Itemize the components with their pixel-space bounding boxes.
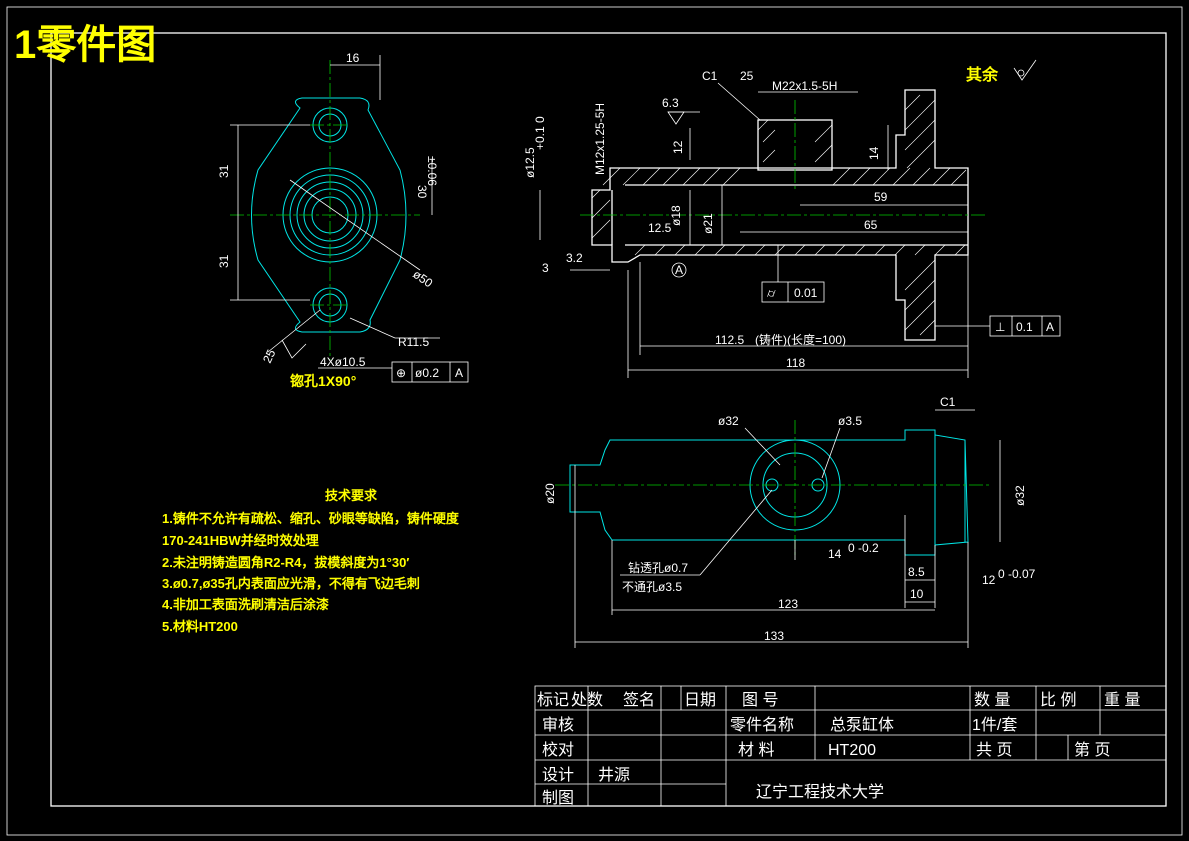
tb-lingjian-value: 总泵缸体 (830, 715, 894, 734)
dim-dia35: ø3.5 (838, 414, 862, 428)
tb-jian: 1件/套 (972, 716, 1017, 734)
small-rough-3: 3.2 (566, 251, 583, 265)
dim-angle-25: 25 (260, 347, 278, 365)
tb-chushu: 处数 (571, 691, 603, 709)
drawing-title: 1零件图 (14, 23, 156, 67)
hole-note: 4Xø10.5 (320, 355, 366, 369)
tb-gong: 共 页 (976, 741, 1012, 759)
dim-14b: 14 (828, 547, 842, 561)
dim-118: 118 (786, 356, 805, 370)
dim-12b: 12 (982, 573, 996, 587)
tech-item-4: 4.非加工表面洗刷清洁后涂漆 (162, 597, 329, 612)
tb-sheji: 设计 (542, 766, 574, 784)
tech-requirements: 技术要求 1.铸件不允许有疏松、缩孔、砂眼等缺陷，铸件硬度 170-241HBW… (162, 488, 460, 634)
fcf-datum: A (455, 366, 463, 380)
tb-zhitu: 制图 (542, 789, 574, 807)
tb-shuliang: 数 量 (974, 691, 1010, 709)
tb-riqi: 日期 (684, 691, 716, 709)
roughness-note: 其余 (966, 65, 999, 84)
top-view: 8.5 10 ø32 ø3.5 C1 ø20 ø32 14 0 -0.2 钻透孔… (543, 395, 1036, 648)
tb-zhongliang: 重 量 (1104, 691, 1140, 709)
tb-bili: 比 例 (1040, 691, 1076, 709)
outer-frame (6, 6, 1183, 836)
fcf-value: ø0.2 (415, 366, 439, 380)
drill-note-1: 钻透孔ø0.7 (628, 560, 688, 575)
tb-qianming: 签名 (623, 691, 655, 709)
tb-di: 第 页 (1074, 741, 1110, 759)
tech-item-0: 1.铸件不允许有疏松、缩孔、砂眼等缺陷，铸件硬度 (162, 511, 460, 526)
title-block: 标记 处数 签名 日期 图 号 数 量 比 例 重 量 审核 零件名称 总泵缸体… (534, 685, 1167, 807)
dim-31-lower: 31 (217, 254, 231, 268)
dim-dia21: ø21 (701, 213, 715, 234)
dim-3: 3 (542, 261, 549, 275)
tb-cailiao: 材 料 (738, 741, 774, 759)
fcf-cyl-icon: ⌭ (767, 286, 776, 300)
dim-85: 8.5 (908, 565, 925, 579)
dim-dia18: ø18 (669, 205, 683, 226)
tech-item-1: 170-241HBW并经时效处理 (162, 533, 319, 548)
dim-1125-note: (铸件)(长度=100) (755, 332, 846, 347)
tech-item-5: 5.材料HT200 (162, 619, 238, 634)
tb-cailiao-value: HT200 (828, 742, 876, 759)
chamfer-c1: C1 (702, 69, 718, 83)
dim-59: 59 (874, 190, 888, 204)
tb-tuhao: 图 号 (742, 691, 778, 709)
tb-biaoji: 标记 (537, 691, 569, 709)
dim-16: 16 (346, 51, 360, 65)
fcf-position-icon: ⊕ (396, 366, 406, 380)
dim-dia125: ø12.5 (523, 147, 537, 178)
dim-30: 30 (415, 185, 429, 199)
dim-dia50: ø50 (410, 267, 435, 291)
tech-item-2: 2.未注明铸造圆角R2-R4，拔模斜度为1°30′ (162, 555, 409, 570)
thread-m12: M12x1.25-5H (593, 103, 607, 175)
tb-shenhe: 审核 (542, 716, 574, 734)
datum-a: A (675, 263, 683, 277)
dim-dia20: ø20 (543, 483, 557, 504)
dim-1125: 112.5 (715, 333, 744, 347)
rough-63: 6.3 (662, 96, 679, 110)
dim-dia32b: ø32 (1013, 485, 1027, 506)
dim-133: 133 (764, 629, 784, 643)
dim-14: 14 (867, 146, 881, 160)
dim-30-tol: ±0.06 (425, 156, 439, 186)
dim-31-upper: 31 (217, 164, 231, 178)
dim-14b-tol: 0 -0.2 (848, 541, 879, 555)
front-view: 16 31 31 30 ±0.06 ø50 R11.5 25 4Xø10.5 锪… (217, 51, 469, 389)
section-view: C1 M22x1.5-5H 6.3 12 14 M12x1.25-5H ø12.… (523, 69, 1061, 378)
dim-123: 123 (778, 597, 798, 611)
tb-lingjian: 零件名称 (730, 716, 794, 734)
small-rough-2: 12.5 (648, 221, 672, 235)
tb-sheji-value: 井源 (598, 766, 630, 784)
dim-12b-tol: 0 -0.07 (998, 567, 1036, 581)
dim-dia125-tol: +0.1 0 (533, 116, 547, 150)
thread-m22: M22x1.5-5H (772, 79, 837, 93)
dim-65: 65 (864, 218, 878, 232)
tb-jiaodui: 校对 (542, 741, 574, 759)
fcf-perp-icon: ⊥ (995, 320, 1005, 334)
chamfer-c1b: C1 (940, 395, 956, 409)
dim-10: 10 (910, 587, 924, 601)
dim-r115: R11.5 (398, 335, 429, 349)
dim-12: 12 (671, 140, 685, 154)
fcf-01: 0.1 (1016, 320, 1033, 334)
small-rough-1: 25 (740, 69, 754, 83)
tech-item-3: 3.ø0.7,ø35孔内表面应光滑，不得有飞边毛刺 (162, 576, 420, 591)
tech-title: 技术要求 (325, 488, 378, 503)
inner-frame (50, 32, 1167, 807)
fcf-001: 0.01 (794, 286, 818, 300)
roughness-symbol-icon (1013, 59, 1037, 81)
counterbore-note: 锪孔1X90° (290, 373, 356, 389)
drill-note-2: 不通孔ø3.5 (622, 580, 682, 594)
fcf-datum-a: A (1046, 320, 1054, 334)
tb-school: 辽宁工程技术大学 (756, 783, 884, 801)
dim-dia32a: ø32 (718, 414, 739, 428)
